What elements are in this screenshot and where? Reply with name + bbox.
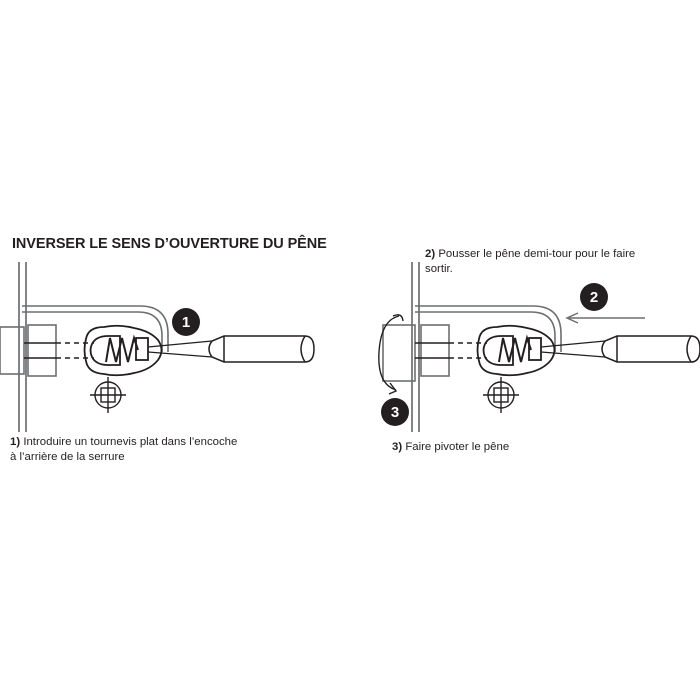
left-bolt-cam	[83, 324, 163, 377]
caption-step-3: 3) Faire pivoter le pêne	[392, 440, 612, 455]
caption-step-2-line1: Pousser le pêne demi-tour pour	[438, 248, 598, 260]
left-bolt-travel-dashes	[56, 342, 94, 359]
push-arrow-left	[565, 312, 645, 324]
step-badge-3: 3	[381, 398, 409, 426]
left-cam-block	[135, 337, 149, 361]
page-title: INVERSER LE SENS D’OUVERTURE DU PÊNE	[12, 236, 327, 252]
right-rotation-arrow	[378, 314, 404, 395]
left-bolt-stem	[24, 342, 56, 359]
right-bolt-cam	[476, 324, 556, 377]
left-screwdriver-handle	[208, 335, 315, 363]
right-screwdriver-handle	[601, 335, 700, 363]
right-crosshair-marker	[483, 377, 519, 413]
caption-step-3-number: 3)	[392, 441, 403, 453]
right-lock-case	[415, 305, 562, 352]
left-faceplate	[18, 262, 27, 432]
caption-step-2-number: 2)	[425, 248, 436, 260]
caption-step-1-line2: l’encoche à l’arrière de la serrure	[10, 436, 238, 463]
left-screwdriver-shaft	[147, 340, 213, 358]
right-bolt-stem	[415, 342, 449, 359]
left-dead-bolt	[0, 324, 57, 377]
left-cam-spring	[105, 334, 139, 363]
caption-step-2: 2) Pousser le pêne demi-tour pour le fai…	[425, 247, 655, 276]
caption-step-3-text: Faire pivoter le pêne	[405, 441, 510, 453]
left-crosshair-marker	[90, 377, 126, 413]
step-badge-1: 1	[172, 308, 200, 336]
caption-step-2-line2: le faire sortir.	[425, 248, 636, 275]
caption-step-1-number: 1)	[10, 436, 21, 448]
right-cam-spring	[498, 334, 532, 363]
caption-step-1-line1: Introduire un tournevis plat dans	[23, 436, 187, 448]
right-cam-block	[528, 337, 542, 361]
caption-step-1: 1) Introduire un tournevis plat dans l’e…	[10, 435, 240, 464]
right-bolt-travel-dashes	[449, 342, 487, 359]
right-dead-bolt-extended	[382, 324, 450, 382]
left-lock-case	[22, 305, 169, 352]
step-badge-2: 2	[580, 283, 608, 311]
right-faceplate	[411, 262, 420, 432]
right-screwdriver-shaft	[540, 340, 606, 358]
